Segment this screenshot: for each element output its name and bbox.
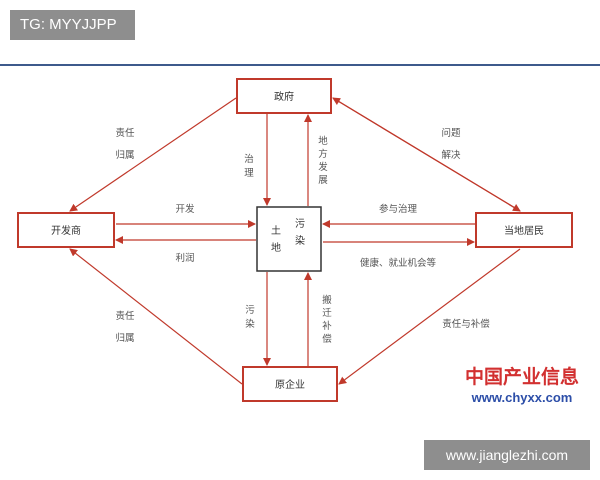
developer-box — [17, 212, 115, 248]
label-responsibility-top-2: 归属 — [115, 149, 134, 161]
pollution-label-top: 污 — [295, 218, 305, 230]
land-pollution-box — [256, 206, 322, 272]
brand-name: 中国产业信息 — [464, 366, 579, 388]
label-pollution-1: 污 — [245, 304, 255, 316]
label-relocation-3: 补 — [322, 320, 332, 332]
label-responsibility-compensation: 责任与补偿 — [442, 318, 490, 330]
arrow-res-to-ent — [338, 248, 521, 385]
label-responsibility-bottom-2: 归属 — [115, 332, 134, 344]
brand-url: www.chyxx.com — [471, 390, 573, 405]
label-responsibility-bottom-1: 责任 — [115, 310, 135, 322]
label-pollution-2: 染 — [245, 318, 255, 330]
arrow-res-to-gov — [332, 97, 521, 212]
brand-logo: 中国产业信息 www.chyxx.com — [452, 362, 592, 405]
label-develop: 开发 — [175, 203, 195, 215]
residents-label: 当地居民 — [504, 224, 544, 237]
label-governance-1: 治 — [244, 153, 254, 165]
label-responsibility-top-1: 责任 — [115, 127, 135, 139]
label-local-dev-2: 方 — [318, 148, 328, 160]
arrow-gov-to-dev — [69, 97, 237, 212]
label-relocation-2: 迁 — [322, 308, 332, 319]
label-relocation-4: 偿 — [322, 333, 332, 345]
label-local-dev-1: 地 — [318, 135, 328, 147]
land-label-bottom: 地 — [271, 241, 281, 254]
tg-tag: TG: MYYJJPP — [10, 10, 135, 40]
header-rule — [0, 64, 600, 66]
government-label: 政府 — [274, 90, 294, 103]
label-problem-2: 解决 — [441, 149, 461, 161]
government-box — [236, 78, 332, 114]
label-profit: 利润 — [175, 252, 194, 264]
label-participate: 参与治理 — [379, 203, 418, 215]
label-health-employment: 健康、就业机会等 — [360, 257, 437, 269]
label-governance-2: 理 — [244, 168, 254, 179]
label-relocation-1: 搬 — [322, 294, 332, 306]
land-label-top: 土 — [271, 224, 281, 237]
arrow-ent-to-dev — [69, 248, 243, 385]
enterprise-box — [242, 366, 338, 402]
residents-box — [475, 212, 573, 248]
pollution-label-bottom: 染 — [295, 234, 305, 247]
label-local-dev-4: 展 — [318, 175, 328, 186]
enterprise-label: 原企业 — [275, 378, 305, 391]
watermark: www.jianglezhi.com — [424, 440, 590, 470]
label-problem-1: 问题 — [441, 127, 461, 139]
developer-label: 开发商 — [51, 224, 81, 237]
label-local-dev-3: 发 — [318, 161, 328, 173]
